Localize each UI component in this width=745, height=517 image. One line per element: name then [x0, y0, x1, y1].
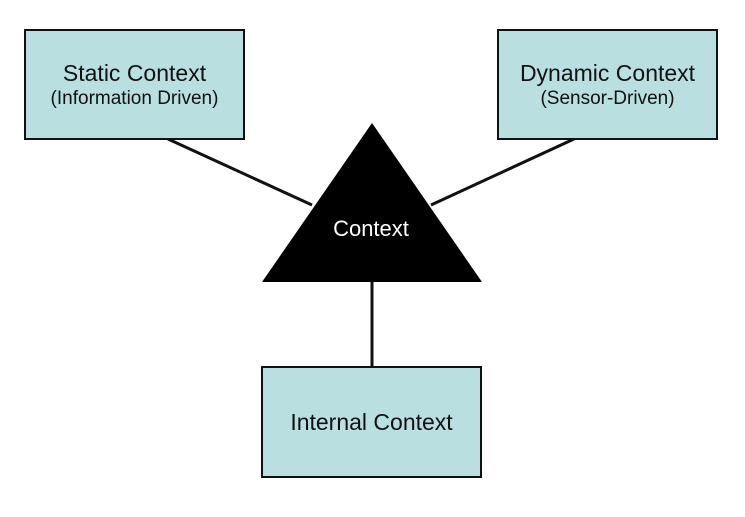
connector-dynamic [430, 137, 575, 207]
internal-context-title: Internal Context [290, 409, 453, 435]
static-context-subtitle: (Information Driven) [50, 87, 219, 109]
dynamic-context-subtitle: (Sensor-Driven) [540, 87, 675, 109]
dynamic-context-box: Dynamic Context (Sensor-Driven) [497, 29, 718, 140]
context-triangle [262, 123, 482, 282]
dynamic-context-title: Dynamic Context [519, 59, 696, 86]
static-context-title: Static Context [62, 59, 207, 86]
static-context-box: Static Context (Information Driven) [24, 29, 245, 140]
internal-context-box: Internal Context [261, 366, 482, 478]
connector-static [167, 137, 313, 207]
context-center-label: Context [333, 216, 409, 241]
